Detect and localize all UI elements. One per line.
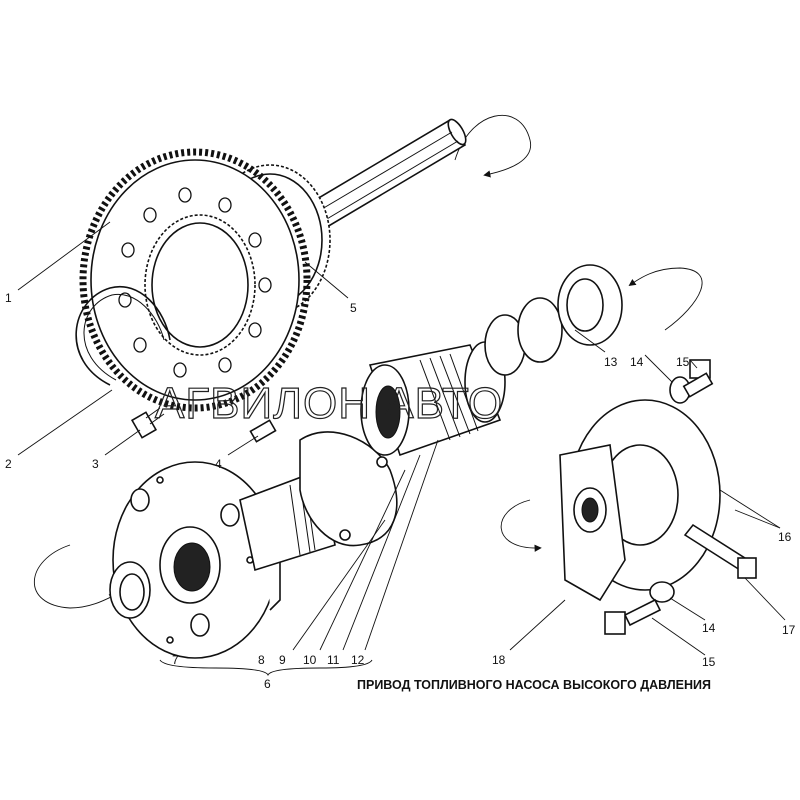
bearing-housing [360,341,506,457]
callout-4: 4 [215,457,222,471]
callout-2: 2 [5,457,12,471]
callout-15-top: 15 [676,355,690,369]
nut [517,297,563,363]
bolt-15-bottom [604,598,662,635]
rotation-arrow-shaft [454,115,532,178]
bracket-18 [559,444,626,602]
callout-6: 6 [264,677,271,691]
bolt-3 [130,407,165,439]
washer-14-bottom [649,581,675,603]
callout-8: 8 [258,653,265,667]
callout-16: 16 [778,530,792,544]
callout-12: 12 [351,653,365,667]
callout-15-bottom: 15 [702,655,716,669]
rotation-arrow-bracket [500,499,542,552]
seal-flange [109,561,151,619]
bolt-17 [683,523,757,579]
leader-lines [17,221,786,677]
callout-9: 9 [279,653,286,667]
rotation-arrow-flange [33,544,117,609]
snap-ring-2 [75,285,171,386]
callout-11: 11 [327,653,340,667]
callout-10: 10 [303,653,317,667]
callout-3: 3 [92,457,99,471]
callout-13: 13 [604,355,618,369]
callout-14-bottom: 14 [702,621,716,635]
rotation-arrow-seal [628,267,703,331]
callout-7: 7 [172,653,179,667]
seal-13 [557,264,623,346]
callout-17: 17 [782,623,796,637]
callout-5: 5 [350,301,357,315]
callout-18: 18 [492,653,506,667]
bolt-15-top [682,359,714,398]
diagram-caption: ПРИВОД ТОПЛИВНОГО НАСОСА ВЫСОКОГО ДАВЛЕН… [357,678,711,692]
watermark: АГВИЛОН АВТО [155,379,503,428]
flange-7 [112,461,281,659]
gasket-9 [299,431,398,547]
callout-1: 1 [5,291,12,305]
callout-14-top: 14 [630,355,644,369]
gear-1 [79,148,311,412]
